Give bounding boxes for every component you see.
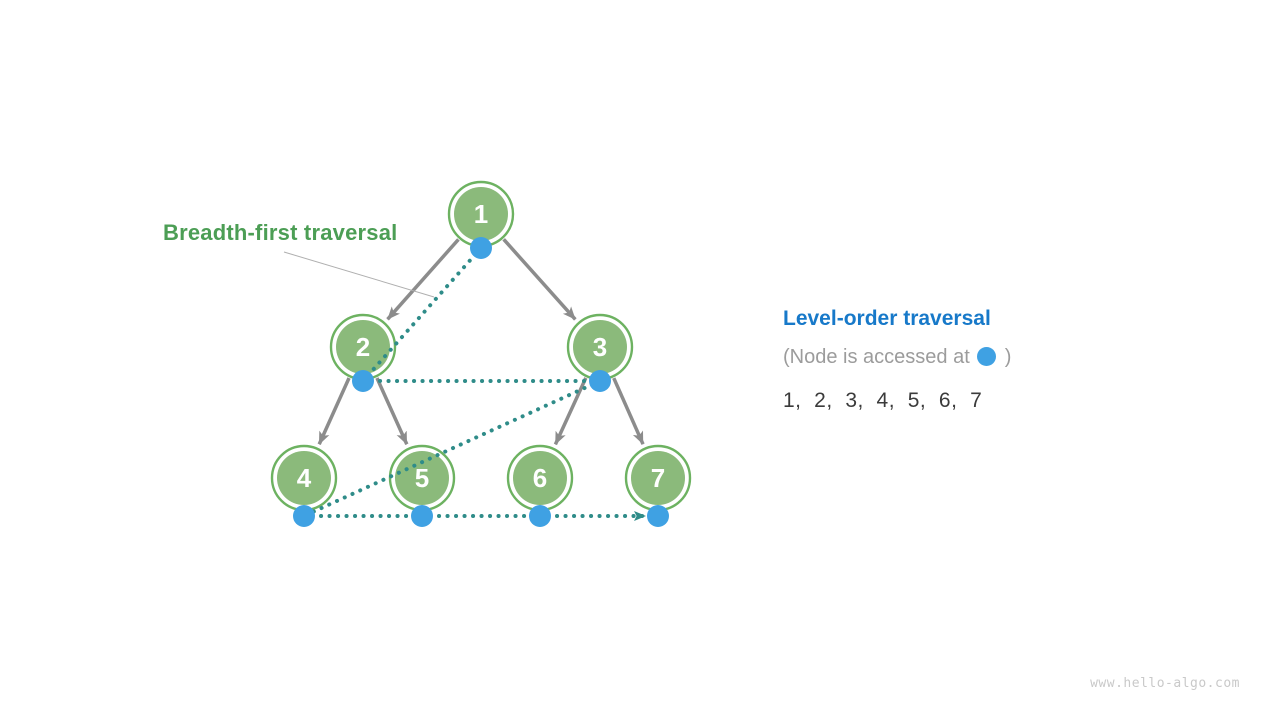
node-label: 6 [533,463,547,493]
level-order-panel: Level-order traversal (Node is accessed … [783,305,1011,414]
tree-edge-1-3 [502,238,577,321]
node-label: 3 [593,332,607,362]
node-circle [513,451,567,505]
tree-edge-3-6 [553,377,588,446]
tree-node-6: 6 [506,444,574,512]
tree-node-5: 5 [388,444,456,512]
watermark: www.hello-algo.com [1090,676,1240,691]
tree-edge-2-4 [317,377,351,445]
access-note: (Node is accessed at) [783,344,1011,371]
access-note-suffix: ) [1004,346,1012,368]
breadth-first-traversal-label: Breadth-first traversal [163,220,398,245]
node-label: 1 [474,199,488,229]
node-circle [395,451,449,505]
access-dot-node-4 [293,505,315,527]
node-circle [454,187,508,241]
access-marker-legend-dot [976,347,996,366]
traversal-path-segment-1-2 [361,246,483,383]
tree-edge-3-7 [612,377,645,445]
label-pointer-line [283,251,435,298]
level-order-title: Level-order traversal [783,307,991,330]
node-label: 4 [297,463,312,493]
access-dot-node-2 [352,370,374,392]
node-label: 2 [356,332,370,362]
node-label: 5 [415,463,429,493]
tree-edge-1-2 [386,238,460,321]
tree-node-7: 7 [624,444,692,512]
access-dot-node-3 [589,370,611,392]
traversal-sequence: 1, 2, 3, 4, 5, 6, 7 [783,389,983,412]
access-note-prefix: (Node is accessed at [783,346,970,368]
access-dot-node-5 [411,505,433,527]
tree-node-4: 4 [270,444,338,512]
tree-node-3: 3 [566,313,634,381]
node-label: 7 [651,463,665,493]
traversal-path-segment-3-4 [302,379,602,518]
access-dot-node-1 [470,237,492,259]
node-circle [631,451,685,505]
tree-node-1: 1 [447,180,515,248]
node-circle [336,320,390,374]
tree-edge-2-5 [375,377,409,445]
access-dot-node-6 [529,505,551,527]
tree-node-2: 2 [329,313,397,381]
access-dot-node-7 [647,505,669,527]
node-circle [277,451,331,505]
node-circle [573,320,627,374]
